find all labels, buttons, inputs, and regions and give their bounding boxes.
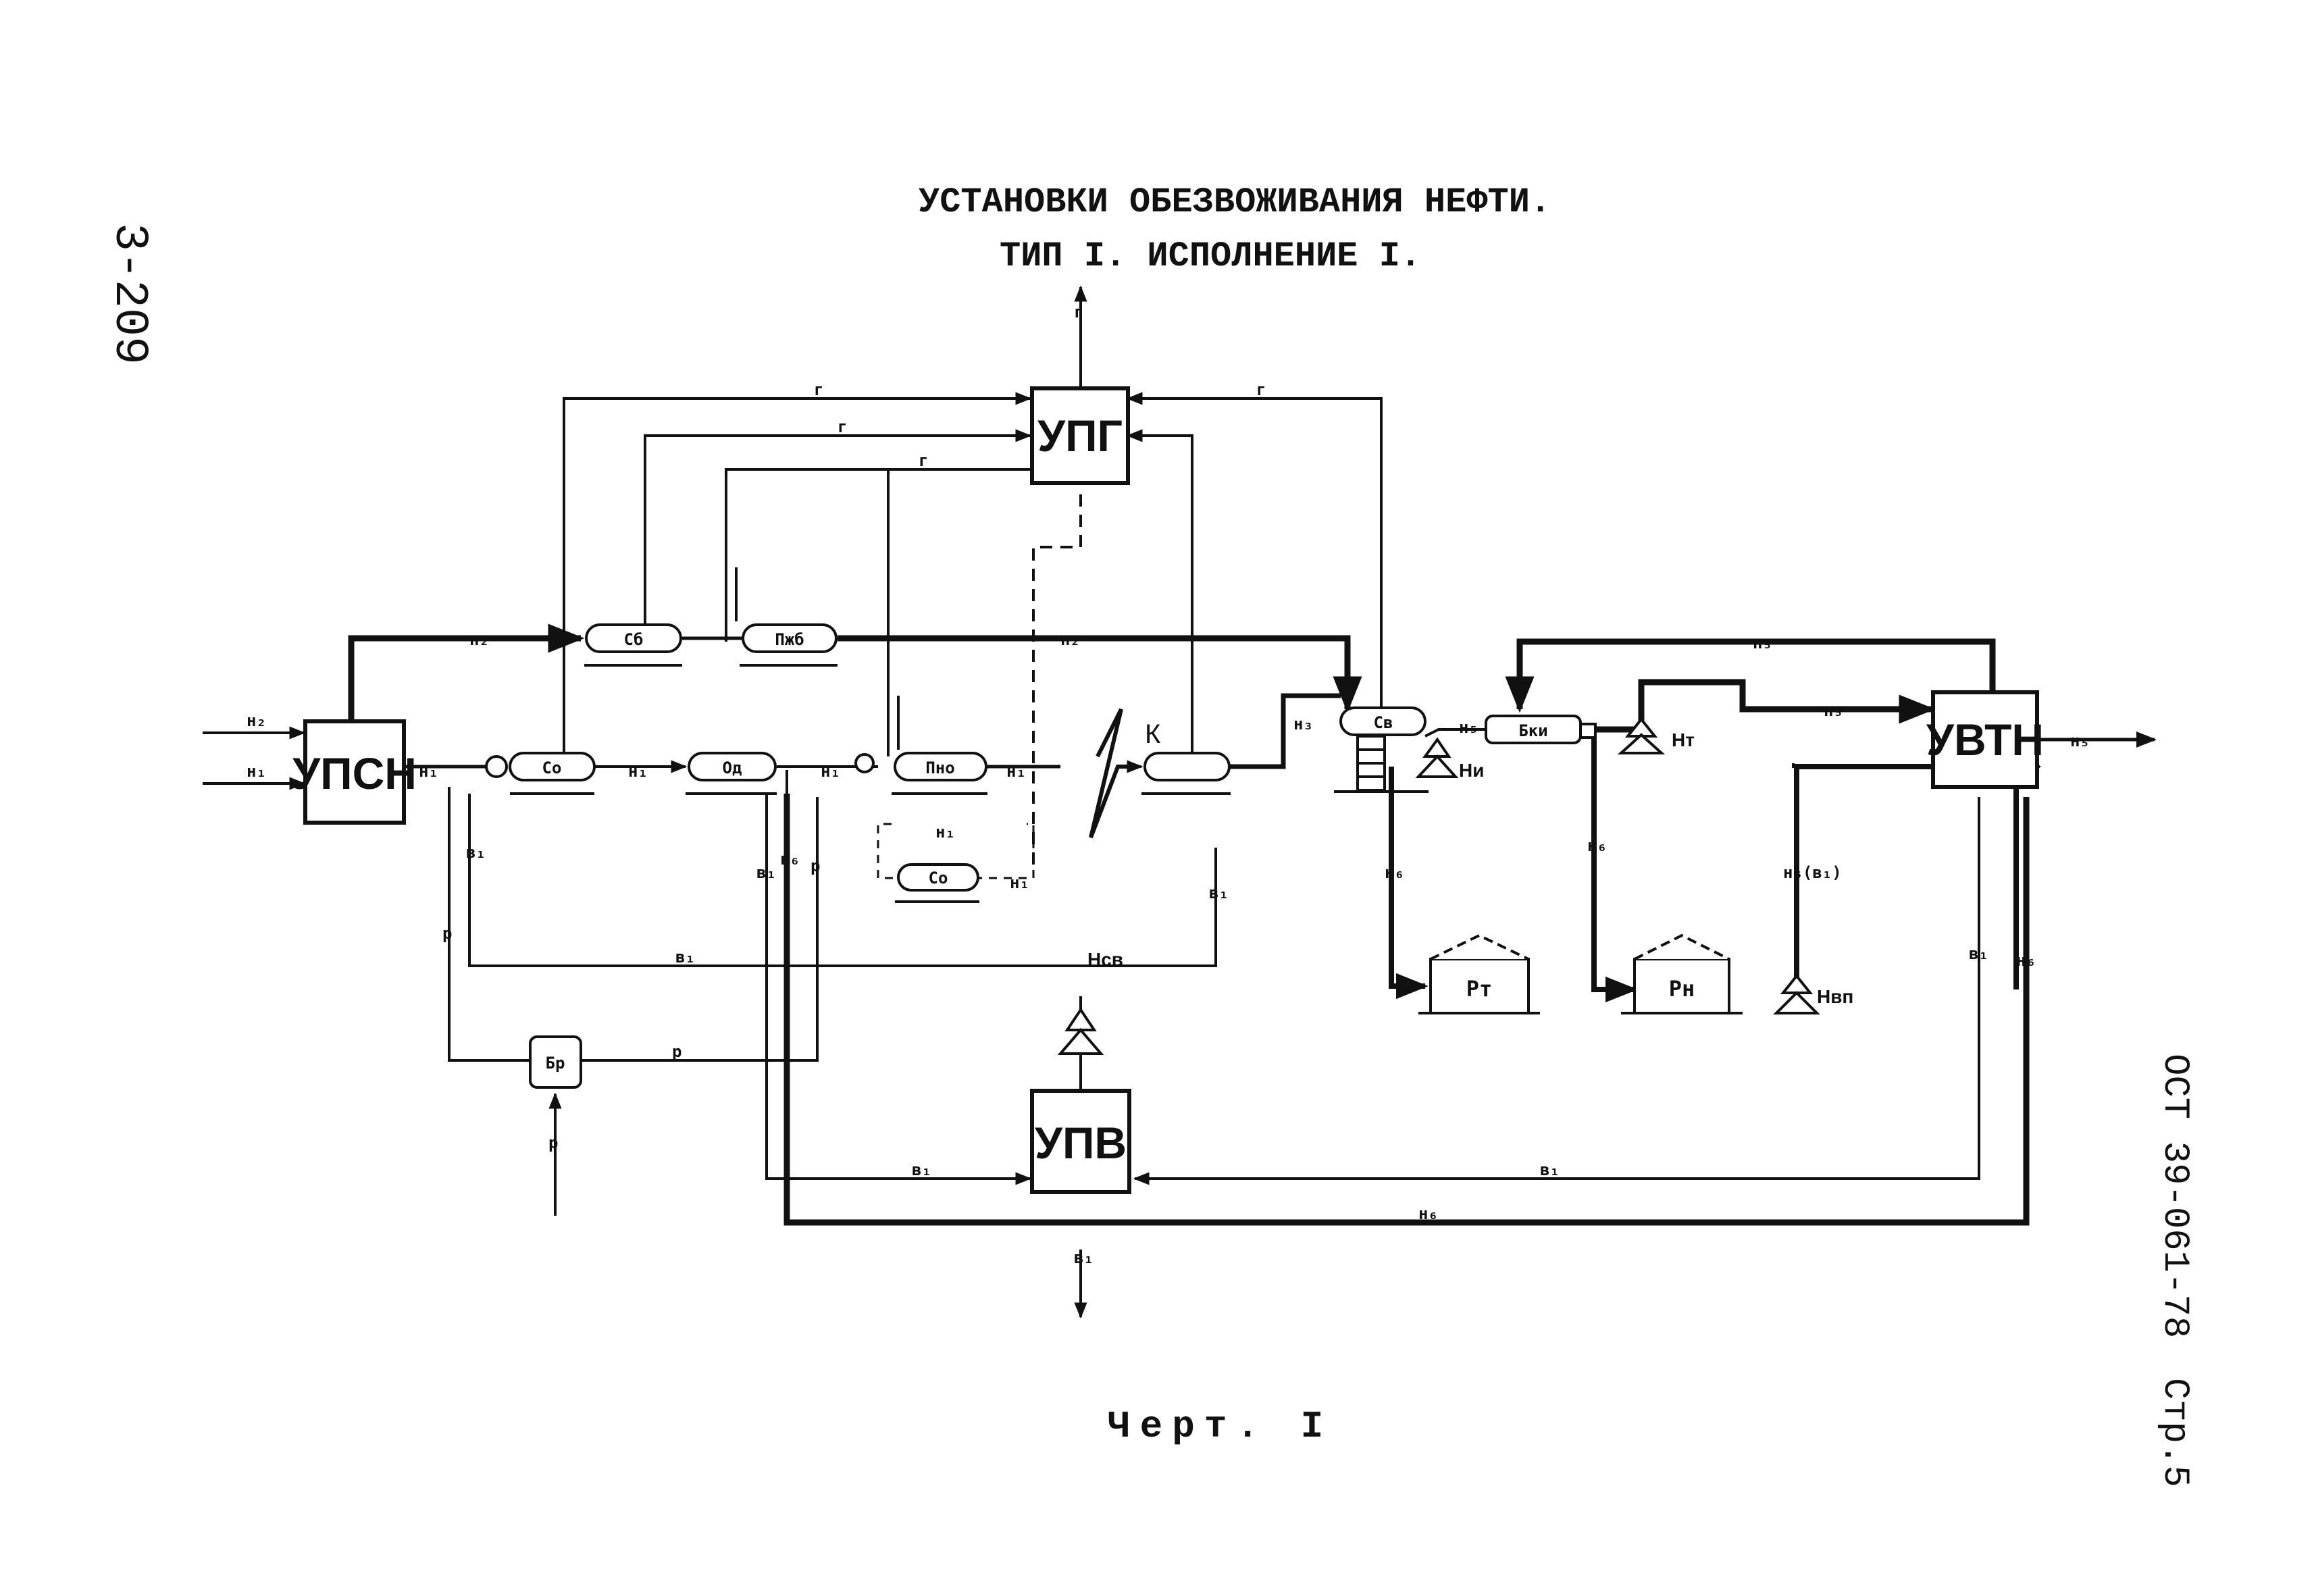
vessel-sb: Сб [584, 623, 682, 667]
pump-nvp: Нвп [1773, 973, 1853, 1014]
label-v1-1: в₁ [466, 843, 486, 862]
label-n6-3: н₆ [780, 850, 800, 869]
label-r-2: р [811, 856, 820, 875]
stream-labels: г г г г г н₂ н₂ н₂ н₁ н₁ н₁ н₁ н₁ н₁ н₁ … [247, 303, 2090, 1267]
label-n1-4: н₁ [1006, 762, 1026, 781]
gas-lines [563, 285, 1383, 865]
vessel-pno-label: Пно [925, 758, 954, 777]
label-g-3: г [919, 451, 928, 470]
pump-nsv: Нсв [1057, 949, 1123, 1055]
label-n2-2: н₂ [1060, 630, 1080, 649]
vessel-sv-label: Св [1374, 713, 1393, 732]
label-n6-1: н₆ [1385, 863, 1404, 882]
unit-uvtn: УВТН [1926, 690, 2044, 789]
vessel-so-1: Со [485, 752, 596, 795]
pump-nt: Нт [1617, 717, 1695, 754]
unit-upsn-label: УПСН [292, 748, 417, 798]
vessel-od-label: Од [723, 758, 742, 777]
label-n1-in: н₁ [247, 762, 266, 781]
label-r-1: р [442, 924, 452, 943]
block-br: Бр [529, 1035, 582, 1089]
label-n1-2: н₁ [628, 762, 648, 781]
unit-upv: УПВ [1030, 1089, 1131, 1194]
vessel-od: Од [686, 752, 777, 795]
label-n2-in: н₂ [247, 711, 266, 730]
label-v1-3: в₁ [756, 863, 776, 882]
label-v1-4: в₁ [1209, 883, 1229, 902]
vessel-bki-label: Бки [1518, 721, 1547, 740]
vessel-so-1-label: Со [542, 758, 562, 777]
pump-nsv-label: Нсв [1087, 949, 1123, 970]
tank-rn: Рн [1621, 933, 1743, 1014]
label-g-1: г [814, 380, 823, 399]
label-v1-8: в₁ [1074, 1248, 1094, 1267]
vessel-pzb-label: Пжб [775, 630, 804, 649]
label-n5-4: н₅ [2070, 731, 2090, 750]
label-n1-5: н₁ [935, 823, 955, 842]
pump-ni: Ни [1415, 737, 1484, 781]
label-n5-2: н₅ [1753, 634, 1772, 652]
label-n5-3: н₅ [1824, 701, 1843, 720]
block-br-label: Бр [546, 1054, 565, 1073]
pump-nt-label: Нт [1672, 729, 1695, 750]
furnace-label: К [1145, 719, 1161, 749]
label-n1-6: н₁ [1010, 873, 1029, 892]
vessel-so-2-label: Со [929, 869, 948, 887]
label-r-3: р [672, 1042, 682, 1061]
label-v1-6: в₁ [1540, 1160, 1560, 1179]
vessel-pzb: Пжб [735, 567, 838, 667]
unit-upsn: УПСН [292, 719, 417, 825]
label-n3: н₃ [1293, 715, 1313, 733]
pump-nvp-label: Нвп [1817, 986, 1853, 1007]
vessel-sv: Св [1334, 706, 1429, 793]
unit-uvtn-label: УВТН [1926, 715, 2044, 765]
pump-ni-label: Ни [1459, 760, 1484, 781]
tank-rt: Рт [1418, 933, 1540, 1014]
label-g-2: г [838, 417, 847, 436]
label-n2-1: н₂ [469, 630, 489, 649]
vessel-sb-label: Сб [624, 630, 644, 649]
label-v1-5: в₁ [912, 1160, 931, 1179]
label-n6v1: н₆(в₁) [1783, 863, 1842, 882]
oil-lines [203, 623, 2157, 1226]
label-n6-4: н₆ [2016, 951, 2036, 970]
label-n6-2: н₆ [1587, 836, 1607, 855]
unit-upv-label: УПВ [1035, 1118, 1127, 1168]
label-r-4: р [548, 1133, 558, 1152]
title-line-1: УСТАНОВКИ ОБЕЗВОЖИВАНИЯ НЕФТИ. [919, 182, 1551, 222]
label-n5-1: н₅ [1459, 718, 1479, 737]
label-g-4: г [1256, 380, 1266, 399]
unit-upg: УПГ [1030, 386, 1130, 485]
figure-caption: Черт. I [1108, 1405, 1333, 1448]
label-n1-1: н₁ [419, 762, 438, 781]
label-g-5: г [1074, 303, 1083, 321]
vessel-after-furnace [1141, 752, 1231, 795]
unit-upg-label: УПГ [1037, 411, 1123, 461]
vessel-pno: Пно [854, 696, 987, 795]
tank-rn-label: Рн [1669, 976, 1695, 1002]
vessel-so-2: Со [895, 863, 979, 903]
label-n1-3: н₁ [821, 762, 840, 781]
vessel-bki: Бки [1485, 715, 1597, 744]
label-v1-2: в₁ [675, 948, 695, 967]
tank-rt-label: Рт [1466, 976, 1493, 1002]
label-v1-7: в₁ [1969, 944, 1988, 963]
label-n6-5: н₆ [1418, 1204, 1438, 1223]
title-line-2: ТИП I. ИСПОЛНЕНИЕ I. [1000, 236, 1422, 276]
